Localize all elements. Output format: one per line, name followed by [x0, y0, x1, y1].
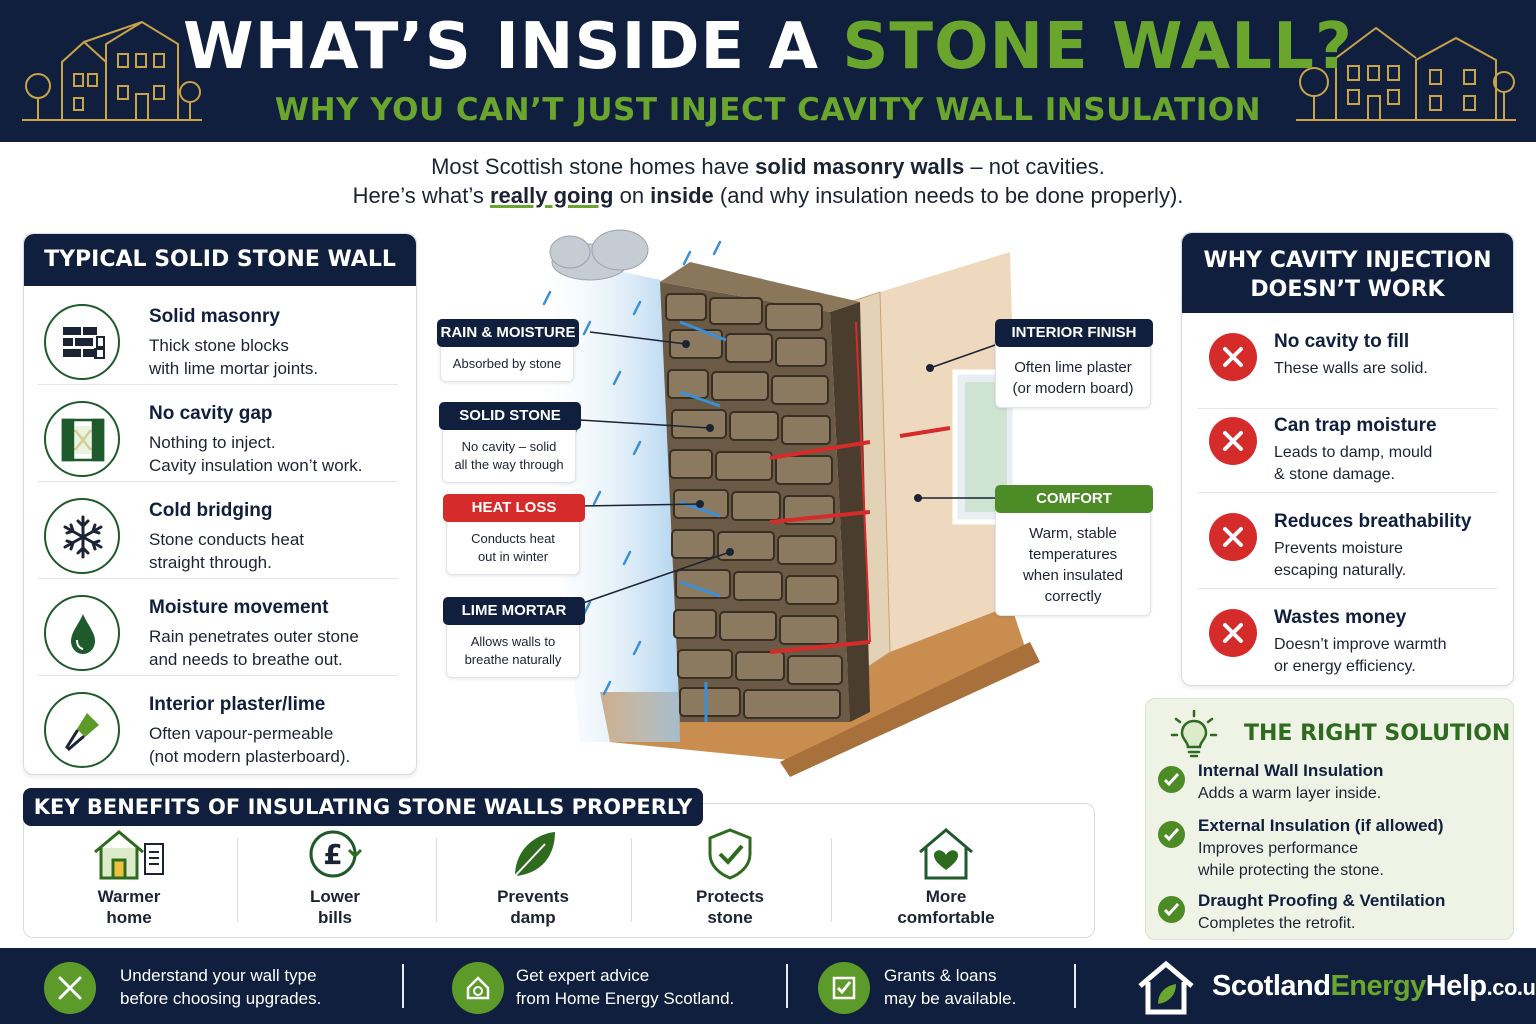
- intro-text: Most Scottish stone homes have solid mas…: [352, 154, 1184, 208]
- heart-house-icon: [919, 828, 973, 880]
- list-item: No cavity to fill These walls are solid.: [1182, 313, 1515, 409]
- rain-moisture-callout: RAIN & MOISTURE Absorbed by stone: [437, 319, 579, 382]
- interior-finish-callout: INTERIOR FINISH Often lime plaster(or mo…: [995, 319, 1153, 408]
- footer-bar: [0, 948, 1536, 1024]
- house-outline-icon: [22, 20, 202, 121]
- cross-icon: [1209, 417, 1257, 465]
- wall-cross-section-diagram: RAIN & MOISTURE Absorbed by stone SOLID …: [430, 222, 1153, 787]
- water-drop-icon: [44, 595, 120, 671]
- advice-icon: [452, 962, 504, 1014]
- header-banner: WHAT’S INSIDE A STONE WALL? WHY YOU CAN’…: [0, 0, 1536, 142]
- brand-logo-icon: [1138, 960, 1194, 1015]
- check-icon: [1158, 766, 1185, 793]
- pound-icon: £: [309, 830, 363, 878]
- brick-icon: [44, 304, 120, 380]
- typical-wall-panel: TYPICAL SOLID STONE WALL Solid masonry T…: [23, 233, 417, 775]
- list-item: Can trap moisture Leads to damp, mould& …: [1182, 397, 1515, 493]
- cavity-injection-heading: WHY CAVITY INJECTION DOESN’T WORK: [1182, 233, 1513, 313]
- house-outline-icon: [1296, 26, 1516, 121]
- no-cavity-icon: [44, 401, 120, 477]
- stone-wall-illustration: [530, 229, 1040, 777]
- typical-wall-heading: TYPICAL SOLID STONE WALL: [24, 234, 416, 286]
- cross-icon: [1209, 513, 1257, 561]
- list-item: No cavity gap Nothing to inject.Cavity i…: [24, 385, 418, 482]
- shield-check-icon: [708, 828, 752, 880]
- right-solution-panel: THE RIGHT SOLUTION Internal Wall Insulat…: [1145, 698, 1514, 940]
- check-icon: [1158, 896, 1185, 923]
- page-subtitle: WHY YOU CAN’T JUST INJECT CAVITY WALL IN…: [274, 92, 1262, 128]
- tools-icon: [44, 962, 96, 1014]
- warm-house-icon: [94, 830, 164, 880]
- solution-heading: THE RIGHT SOLUTION: [1244, 721, 1511, 746]
- benefits-heading: KEY BENEFITS OF INSULATING STONE WALLS P…: [23, 788, 703, 826]
- cross-icon: [1209, 333, 1257, 381]
- checklist-icon: [818, 962, 870, 1014]
- list-item: Interior plaster/lime Often vapour-perme…: [24, 676, 418, 773]
- brand-name[interactable]: ScotlandEnergyHelp.co.uk: [1212, 970, 1536, 1002]
- cavity-injection-panel: WHY CAVITY INJECTION DOESN’T WORK No cav…: [1181, 232, 1514, 686]
- lightbulb-icon: [1170, 709, 1218, 758]
- trowel-icon: [44, 692, 120, 768]
- svg-text:£: £: [323, 838, 342, 871]
- cross-icon: [1209, 609, 1257, 657]
- check-icon: [1158, 821, 1185, 848]
- snowflake-icon: [44, 498, 120, 574]
- leaf-icon: [514, 832, 555, 877]
- page-title: WHAT’S INSIDE A STONE WALL?: [183, 10, 1353, 84]
- list-item: Moisture movement Rain penetrates outer …: [24, 579, 418, 676]
